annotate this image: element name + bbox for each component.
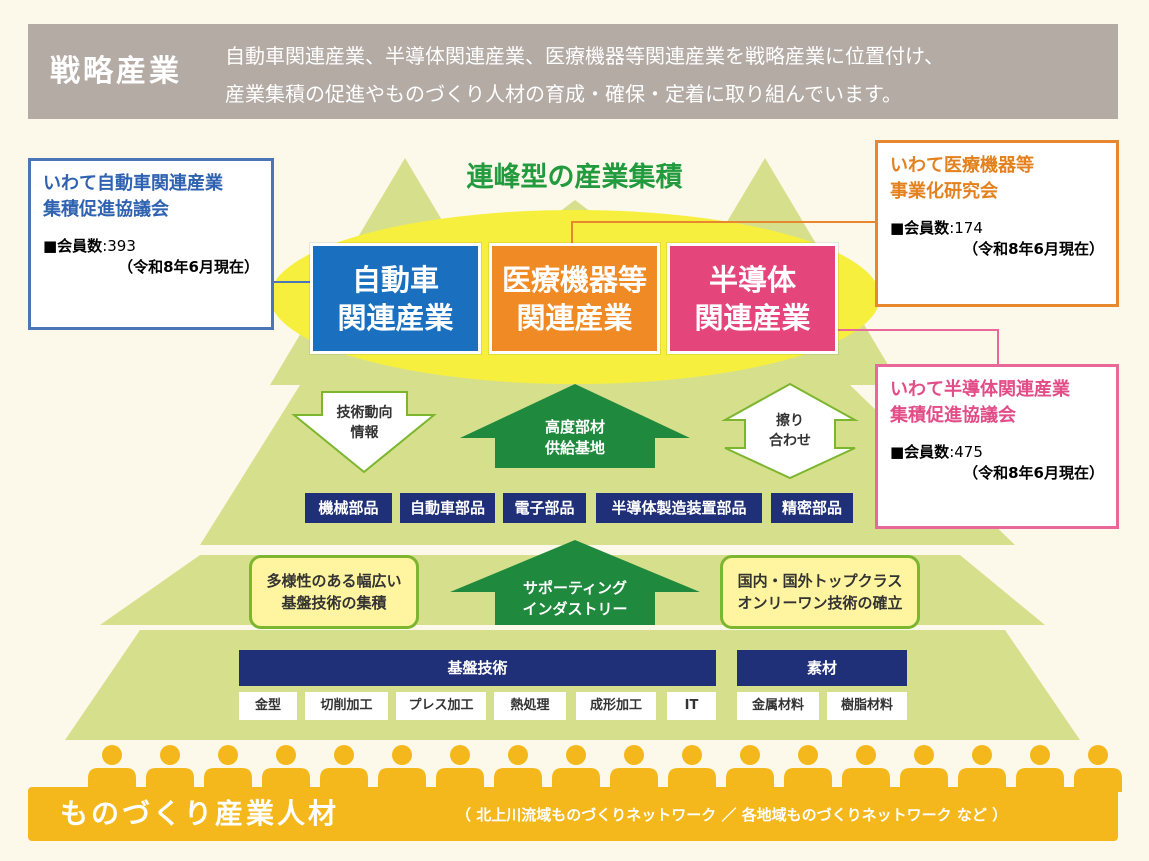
- person-icon: [668, 745, 716, 792]
- part-precision: 精密部品: [771, 493, 853, 523]
- industry-auto-line1: 自動車: [351, 262, 439, 297]
- industry-medical: 医療機器等 関連産業: [489, 243, 660, 354]
- person-icon: [378, 745, 426, 792]
- person-icon: [1074, 745, 1122, 792]
- tech-press: プレス加工: [396, 692, 486, 720]
- advanced-supply-label: 高度部材供給基地: [544, 418, 605, 457]
- association-medical-name2: 事業化研究会: [890, 181, 998, 202]
- person-icon: [436, 745, 484, 792]
- footer-bar: [28, 787, 1118, 841]
- tech-it: IT: [667, 692, 716, 720]
- diverse-tech-box: 多様性のある幅広い基盤技術の集積: [249, 555, 419, 629]
- people-row: [88, 745, 1122, 792]
- materials-title: 素材: [737, 650, 907, 686]
- material-metal: 金属材料: [737, 692, 819, 720]
- person-icon: [610, 745, 658, 792]
- industry-medical-line2: 関連産業: [516, 300, 633, 335]
- association-semi-count: ■会員数:475: [890, 443, 983, 461]
- tech-cutting: 切削加工: [305, 692, 388, 720]
- footer-title: ものづくり産業人材: [60, 797, 340, 830]
- association-semi-name2: 集積促進協議会: [890, 405, 1016, 426]
- association-auto-count: ■会員数:393: [43, 237, 136, 255]
- supporting-industry-arrow-icon: [450, 540, 700, 625]
- industry-auto-line2: 関連産業: [337, 300, 454, 335]
- person-icon: [262, 745, 310, 792]
- association-auto-date: （令和8年6月現在）: [118, 258, 259, 276]
- tech-info-arrow-icon: [291, 391, 437, 474]
- connector-semi: [832, 329, 999, 365]
- advanced-supply-arrow-icon: [460, 384, 690, 468]
- header-description-line2: 産業集積の促進やものづくり人材の育成・確保・定着に取り組んでいます。: [225, 82, 902, 106]
- tech-molding: 成形加工: [576, 692, 656, 720]
- industry-semi: 半導体 関連産業: [667, 243, 838, 354]
- association-auto-name1: いわて自動車関連産業: [43, 173, 223, 194]
- association-semi-name1: いわて半導体関連産業: [890, 379, 1070, 400]
- person-icon: [1016, 745, 1064, 792]
- industry-medical-line1: 医療機器等: [501, 262, 647, 297]
- person-icon: [320, 745, 368, 792]
- part-auto: 自動車部品: [400, 493, 495, 523]
- top-class-tech-box: 国内・国外トップクラスオンリーワン技術の確立: [720, 555, 920, 629]
- matching-label: 擦り合わせ: [769, 413, 811, 449]
- industry-semi-line1: 半導体: [708, 262, 796, 297]
- person-icon: [726, 745, 774, 792]
- matching-double-arrow-icon: [721, 382, 859, 480]
- association-auto-name2: 集積促進協議会: [43, 199, 169, 220]
- header-description-line1: 自動車関連産業、半導体関連産業、医療機器等関連産業を戦略産業に位置付け、: [225, 44, 944, 68]
- industry-auto: 自動車 関連産業: [310, 243, 481, 354]
- part-electronic: 電子部品: [503, 493, 586, 523]
- person-icon: [494, 745, 542, 792]
- person-icon: [958, 745, 1006, 792]
- footer-subtitle: （ 北上川流域ものづくりネットワーク ／ 各地域ものづくりネットワーク など ）: [456, 806, 1008, 824]
- tech-heat: 熱処理: [494, 692, 566, 720]
- association-medical-count: ■会員数:174: [890, 219, 983, 237]
- part-semi-equipment: 半導体製造装置部品: [596, 493, 762, 523]
- person-icon: [146, 745, 194, 792]
- person-icon: [88, 745, 136, 792]
- person-icon: [552, 745, 600, 792]
- association-semi-date: （令和8年6月現在）: [963, 464, 1104, 482]
- person-icon: [842, 745, 890, 792]
- association-auto: いわて自動車関連産業 集積促進協議会 ■会員数:393 （令和8年6月現在）: [28, 158, 274, 330]
- header-title: 戦略産業: [50, 54, 182, 89]
- association-semi: いわて半導体関連産業 集積促進協議会 ■会員数:475 （令和8年6月現在）: [875, 364, 1119, 529]
- industry-semi-line2: 関連産業: [694, 300, 811, 335]
- material-resin: 樹脂材料: [827, 692, 907, 720]
- peak-title: 連峰型の産業集積: [466, 162, 683, 193]
- supporting-industry-label: サポーティングインダストリー: [522, 579, 628, 618]
- header-banner: [28, 24, 1118, 119]
- person-icon: [204, 745, 252, 792]
- connector-medical: [571, 221, 875, 245]
- association-medical: いわて医療機器等 事業化研究会 ■会員数:174 （令和8年6月現在）: [875, 140, 1119, 307]
- association-medical-name1: いわて医療機器等: [890, 155, 1034, 176]
- part-machine: 機械部品: [305, 493, 392, 523]
- association-medical-date: （令和8年6月現在）: [963, 240, 1104, 258]
- tech-info-label: 技術動向情報: [336, 405, 393, 441]
- base-tech-title: 基盤技術: [239, 650, 716, 686]
- person-icon: [900, 745, 948, 792]
- person-icon: [784, 745, 832, 792]
- tech-die: 金型: [239, 692, 297, 720]
